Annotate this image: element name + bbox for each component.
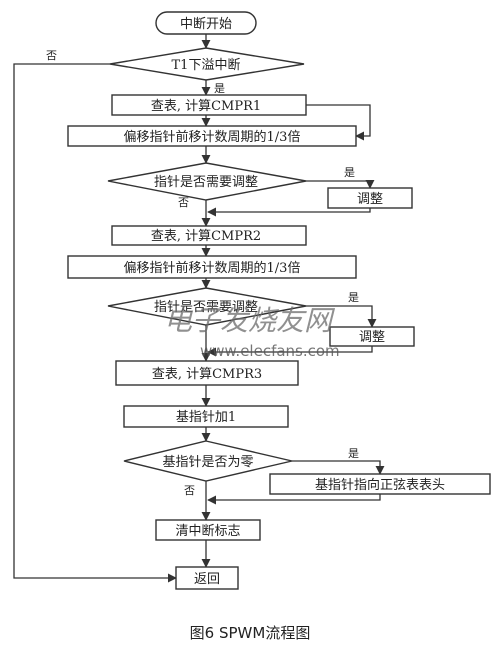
process-adjust-2: 调整	[329, 326, 415, 347]
decision-adjust-2-label: 指针是否需要调整	[154, 300, 258, 315]
edge-d1-no-loop	[13, 63, 177, 583]
decision-adjust-1-label: 指针是否需要调整	[154, 175, 258, 190]
edges	[13, 34, 385, 583]
process-clear-flag: 清中断标志	[155, 519, 261, 541]
decision-base-zero: 基指针是否为零	[123, 440, 293, 482]
label-d1-yes: 是	[214, 82, 225, 95]
process-offset-1: 偏移指针前移计数周期的1/3倍	[67, 125, 357, 147]
node-return: 返回	[175, 566, 239, 590]
process-adjust-2-label: 调整	[359, 330, 385, 345]
edge-a4-merge	[207, 494, 381, 505]
process-cmpr2-label: 查表, 计算CMPR2	[151, 229, 261, 244]
figure-caption: 图6 SPWM流程图	[189, 624, 311, 642]
watermark-url: www.elecfans.com	[200, 342, 340, 360]
decision-t1-underflow: T1下溢中断	[109, 47, 305, 81]
edge-p1-right	[306, 104, 371, 141]
edge-a2-merge	[207, 207, 371, 217]
process-adjust-1-label: 调整	[357, 192, 383, 207]
edge-d2-a2	[306, 179, 375, 189]
label-d3-yes: 是	[348, 291, 359, 304]
process-adjust-1: 调整	[327, 187, 413, 209]
node-start-label: 中断开始	[180, 17, 232, 32]
node-start: 中断开始	[155, 11, 257, 35]
edge-a3-merge	[207, 346, 373, 357]
label-d2-yes: 是	[344, 166, 355, 179]
decision-adjust-2: 指针是否需要调整	[107, 287, 307, 326]
process-offset-1-label: 偏移指针前移计数周期的1/3倍	[124, 129, 301, 145]
edge-d4-a4	[292, 460, 385, 475]
label-d4-no: 否	[184, 484, 195, 497]
process-clear-flag-label: 清中断标志	[175, 524, 240, 539]
process-base-reset-label: 基指针指向正弦表表头	[315, 477, 445, 493]
decision-base-zero-label: 基指针是否为零	[162, 455, 253, 470]
process-offset-2: 偏移指针前移计数周期的1/3倍	[67, 255, 357, 279]
process-cmpr3: 查表, 计算CMPR3	[115, 360, 299, 386]
label-d4-yes: 是	[348, 447, 359, 460]
label-d1-no: 否	[46, 49, 57, 62]
decision-t1-underflow-label: T1下溢中断	[172, 58, 241, 73]
node-return-label: 返回	[194, 572, 220, 587]
process-cmpr1-label: 查表, 计算CMPR1	[151, 99, 261, 114]
process-cmpr2: 查表, 计算CMPR2	[111, 225, 307, 246]
process-base-inc: 基指针加1	[123, 405, 289, 428]
decision-adjust-1: 指针是否需要调整	[107, 162, 307, 201]
process-cmpr1: 查表, 计算CMPR1	[111, 94, 307, 116]
process-cmpr3-label: 查表, 计算CMPR3	[152, 367, 262, 382]
label-d2-no: 否	[178, 196, 189, 209]
process-base-inc-label: 基指针加1	[176, 410, 236, 425]
process-offset-2-label: 偏移指针前移计数周期的1/3倍	[124, 260, 301, 276]
process-base-reset: 基指针指向正弦表表头	[269, 473, 491, 495]
edge-d3-a3	[306, 305, 377, 328]
watermark-cn: 电子发烧友网	[164, 304, 336, 337]
